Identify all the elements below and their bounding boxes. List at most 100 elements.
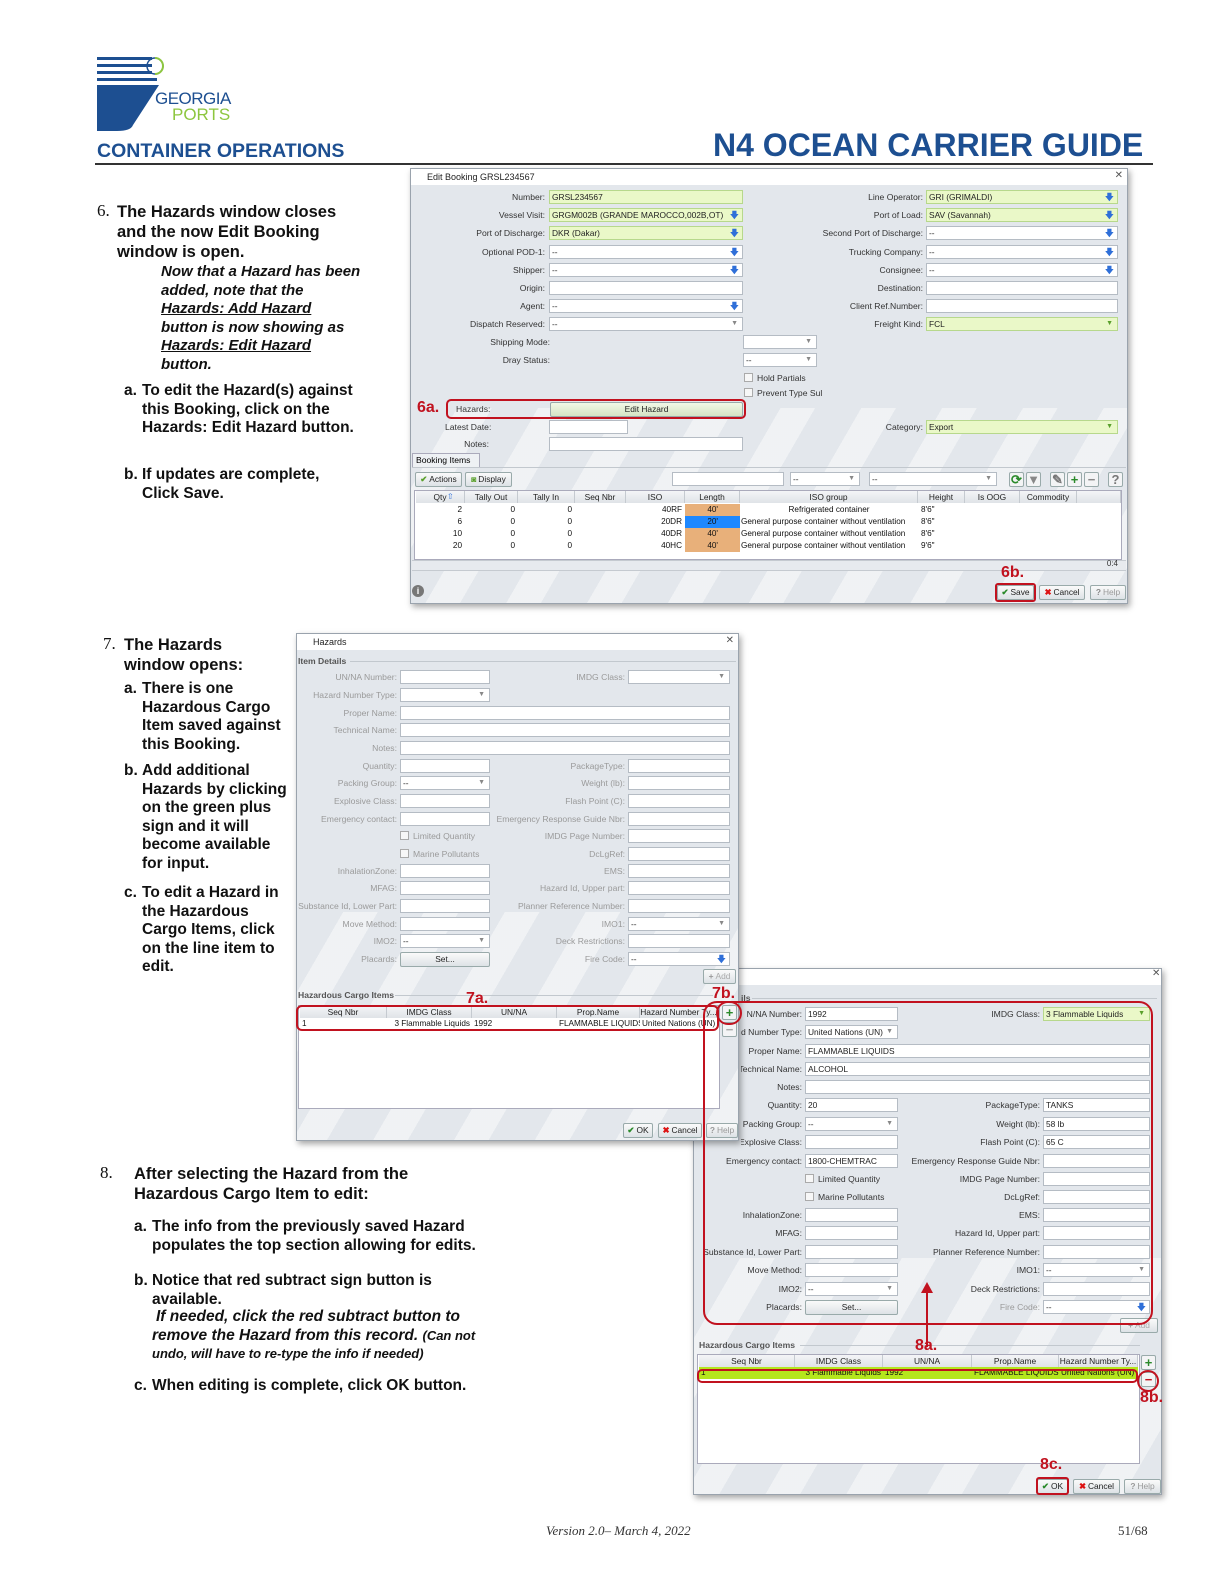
column-header[interactable]: Height (918, 491, 965, 503)
hid-upper-field[interactable] (628, 881, 730, 895)
lookup-arrow-icon[interactable]: 🡇 (729, 301, 739, 311)
add-hazard-button[interactable]: +Add (703, 969, 736, 984)
fire-field[interactable]: --🡇 (628, 952, 730, 966)
imo2-field[interactable]: --▼ (805, 1282, 898, 1296)
help-button[interactable]: ?Help (1090, 585, 1126, 600)
packing-field[interactable]: --▼ (805, 1117, 898, 1131)
add-cargo-item-button[interactable]: + (1141, 1355, 1156, 1370)
limited-checkbox[interactable] (400, 831, 409, 840)
lookup-arrow-icon[interactable]: 🡇 (729, 210, 739, 220)
lookup-arrow-icon[interactable]: 🡇 (1104, 247, 1114, 257)
dropdown-caret-icon[interactable]: ▼ (886, 1028, 893, 1035)
edit-hazard-button[interactable]: Edit Hazard (550, 402, 743, 417)
dropdown-caret-icon[interactable]: ▼ (478, 691, 485, 698)
dropdown-caret-icon[interactable]: ▼ (1138, 1266, 1145, 1273)
deck-field[interactable] (628, 934, 730, 948)
qty-field[interactable] (400, 759, 490, 773)
lookup-arrow-icon[interactable]: 🡇 (1104, 192, 1114, 202)
remove-icon[interactable]: − (1084, 472, 1099, 487)
column-header[interactable]: Hazard Number Ty... (1059, 1355, 1138, 1367)
column-header[interactable]: ISO (626, 491, 685, 503)
shipping-mode-select[interactable]: ▼ (743, 335, 817, 349)
packing-field[interactable]: --▼ (400, 776, 490, 790)
qty-field[interactable]: 20 (805, 1098, 898, 1112)
sid-lower-field[interactable] (400, 899, 490, 913)
number-field[interactable]: GRSL234567 (549, 190, 743, 204)
cargo-row[interactable] (300, 1018, 718, 1030)
cancel-button[interactable]: ✖Cancel (1039, 585, 1085, 600)
column-header[interactable]: Tally Out (465, 491, 518, 503)
trucking-field[interactable]: --🡇 (926, 245, 1118, 259)
dclg-field[interactable] (1043, 1190, 1150, 1204)
proper-field[interactable]: FLAMMABLE LIQUIDS (805, 1044, 1150, 1058)
display-button[interactable]: ◙Display (465, 472, 512, 487)
category-select[interactable]: Export▼ (926, 420, 1118, 434)
notes-field[interactable] (805, 1080, 1150, 1094)
move-field[interactable] (805, 1263, 898, 1277)
fire-field[interactable]: --🡇 (1043, 1300, 1150, 1314)
sid-lower-field[interactable] (805, 1245, 898, 1259)
line_operator-field[interactable]: GRI (GRIMALDI)🡇 (926, 190, 1118, 204)
notes-field[interactable] (549, 437, 743, 451)
dray-status-select[interactable]: --▼ (743, 353, 817, 367)
dropdown-caret-icon[interactable]: ▼ (718, 920, 725, 927)
column-header[interactable]: Tally In (518, 491, 575, 503)
column-header[interactable]: Qty (416, 491, 465, 503)
origin-field[interactable] (549, 281, 743, 295)
column-header[interactable]: Commodity (1020, 491, 1077, 503)
prevent-type-sub-checkbox[interactable] (744, 388, 753, 397)
column-header[interactable]: Seq Nbr (300, 1006, 387, 1018)
pod-field[interactable]: DKR (Dakar)🡇 (549, 226, 743, 240)
explosive-field[interactable] (805, 1135, 898, 1149)
column-header[interactable]: ISO group (740, 491, 918, 503)
imo1-field[interactable]: --▼ (1043, 1263, 1150, 1277)
lookup-arrow-icon[interactable]: 🡇 (1136, 1302, 1146, 1312)
dispatch-field[interactable]: --▼ (549, 317, 743, 331)
info-icon[interactable]: i (412, 585, 424, 597)
lookup-arrow-icon[interactable]: 🡇 (729, 228, 739, 238)
close-icon[interactable]: ✕ (1152, 968, 1161, 979)
help-icon[interactable]: ? (1108, 472, 1123, 487)
limited-checkbox[interactable] (805, 1174, 814, 1183)
dropdown-caret-icon[interactable]: ▼ (1106, 320, 1113, 327)
placards-set-button[interactable]: Set... (805, 1300, 898, 1315)
marine-checkbox[interactable] (400, 849, 409, 858)
weight-field[interactable]: 58 lb (1043, 1117, 1150, 1131)
column-header[interactable]: Seq Nbr (575, 491, 626, 503)
un-na-field[interactable]: 1992 (805, 1007, 898, 1021)
placards-set-button[interactable]: Set... (400, 952, 490, 967)
dclg-field[interactable] (628, 847, 730, 861)
ems-field[interactable] (1043, 1208, 1150, 1222)
second_pod-field[interactable]: --🡇 (926, 226, 1118, 240)
flash-field[interactable]: 65 C (1043, 1135, 1150, 1149)
hnt-field[interactable]: ▼ (400, 688, 490, 702)
dropdown-caret-icon[interactable]: ▼ (1106, 423, 1113, 430)
move-field[interactable] (400, 917, 490, 931)
dropdown-caret-icon[interactable]: ▼ (718, 673, 725, 680)
dropdown-caret-icon[interactable]: ▼ (886, 1285, 893, 1292)
notes-field[interactable] (400, 741, 730, 755)
imdg-field[interactable]: ▼ (628, 670, 730, 684)
erg-field[interactable] (1043, 1154, 1150, 1168)
hnt-field[interactable]: United Nations (UN)▼ (805, 1025, 898, 1039)
erg-field[interactable] (628, 812, 730, 826)
hid-upper-field[interactable] (1043, 1226, 1150, 1240)
lookup-arrow-icon[interactable]: 🡇 (716, 954, 726, 964)
column-header[interactable]: Seq Nbr (699, 1355, 795, 1367)
column-header[interactable]: Is OOG (965, 491, 1020, 503)
proper-field[interactable] (400, 706, 730, 720)
freight_kind-field[interactable]: FCL▼ (926, 317, 1118, 331)
column-header[interactable]: IMDG Class (387, 1006, 472, 1018)
explosive-field[interactable] (400, 794, 490, 808)
column-header[interactable]: Length (685, 491, 740, 503)
agent-field[interactable]: --🡇 (549, 299, 743, 313)
lookup-arrow-icon[interactable]: 🡇 (729, 265, 739, 275)
help-button[interactable]: ?Help (706, 1123, 738, 1138)
tech-field[interactable]: ALCOHOL (805, 1062, 1150, 1076)
filter-icon[interactable]: ▼ (1026, 472, 1041, 487)
cancel-button[interactable]: ✖Cancel (658, 1123, 702, 1138)
deck-field[interactable] (1043, 1282, 1150, 1296)
inhal-field[interactable] (400, 864, 490, 878)
latest-date-field[interactable] (549, 420, 628, 434)
booking-items-tab[interactable]: Booking Items (412, 453, 480, 467)
